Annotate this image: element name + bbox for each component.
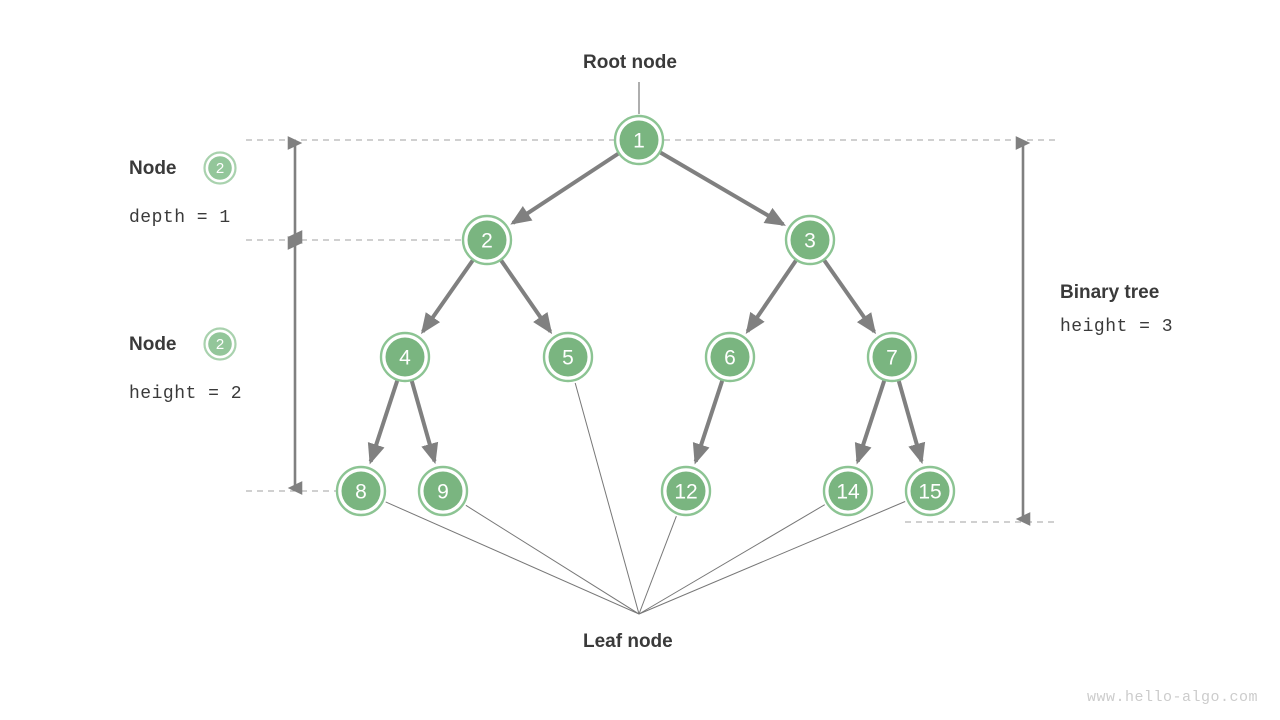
edge-6-to-12 (692, 380, 725, 465)
tree-node-label: 1 (633, 130, 645, 153)
tree-node-5: 5 (542, 331, 594, 383)
tree-node-6: 6 (704, 331, 756, 383)
edge-7-to-15 (896, 380, 926, 465)
edge-2-to-4 (421, 259, 475, 335)
tree-node-1: 1 (613, 114, 665, 166)
tree-node-label: 2 (481, 230, 493, 253)
node-height-annotation-badge: 2 (203, 327, 237, 361)
node-depth-annotation-detail: depth = 1 (129, 208, 231, 228)
tree-node-3: 3 (784, 214, 836, 266)
tree-node-15: 15 (904, 465, 956, 517)
leaf-pointer-lines (385, 382, 906, 615)
tree-height-annotation-detail: height = 3 (1060, 317, 1174, 337)
badge-value: 2 (216, 160, 224, 177)
tree-node-4: 4 (379, 331, 431, 383)
leaf-pointer-line-9 (465, 504, 640, 615)
guide-lines (246, 139, 1055, 523)
tree-node-7: 7 (866, 331, 918, 383)
tree-node-label: 8 (355, 481, 367, 504)
edge-7-to-14 (854, 380, 887, 465)
tree-node-label: 14 (836, 481, 860, 504)
edge-3-to-7 (822, 259, 876, 335)
tree-node-2: 2 (461, 214, 513, 266)
node-depth-annotation-title: Node (129, 158, 177, 179)
tree-node-label: 15 (918, 481, 941, 504)
watermark: www.hello-algo.com (1086, 689, 1258, 706)
node-depth-annotation-badge: 2 (203, 151, 237, 185)
edge-2-to-5 (499, 259, 553, 335)
edge-1-to-2 (510, 152, 620, 225)
leaf-node-label: Leaf node (583, 631, 673, 652)
edge-4-to-9 (409, 380, 439, 465)
tree-node-label: 5 (562, 347, 574, 370)
leaf-pointer-line-5 (574, 382, 640, 615)
edge-3-to-6 (745, 259, 798, 334)
tree-node-12: 12 (660, 465, 712, 517)
tree-node-9: 9 (417, 465, 469, 517)
tree-node-label: 7 (886, 347, 898, 370)
tree-node-label: 9 (437, 481, 449, 504)
leaf-pointer-line-12 (638, 516, 677, 615)
root-node-label: Root node (583, 52, 677, 73)
leaf-pointer-line-15 (638, 501, 906, 615)
node-height-annotation-title: Node (129, 334, 177, 355)
tree-node-label: 4 (399, 347, 411, 370)
tree-node-label: 3 (804, 230, 816, 253)
leaf-pointer-line-8 (385, 501, 640, 615)
tree-node-14: 14 (822, 465, 874, 517)
edge-4-to-8 (367, 380, 400, 465)
measurement-arrows (287, 136, 1031, 526)
tree-edges (367, 150, 926, 465)
tree-height-annotation-title: Binary tree (1060, 282, 1160, 303)
node-height-annotation-detail: height = 2 (129, 384, 243, 404)
tree-node-8: 8 (335, 465, 387, 517)
edge-1-to-3 (659, 150, 786, 227)
tree-node-label: 6 (724, 347, 736, 370)
tree-node-label: 12 (674, 481, 697, 504)
leaf-pointer-line-14 (638, 504, 825, 615)
badge-value: 2 (216, 336, 224, 353)
